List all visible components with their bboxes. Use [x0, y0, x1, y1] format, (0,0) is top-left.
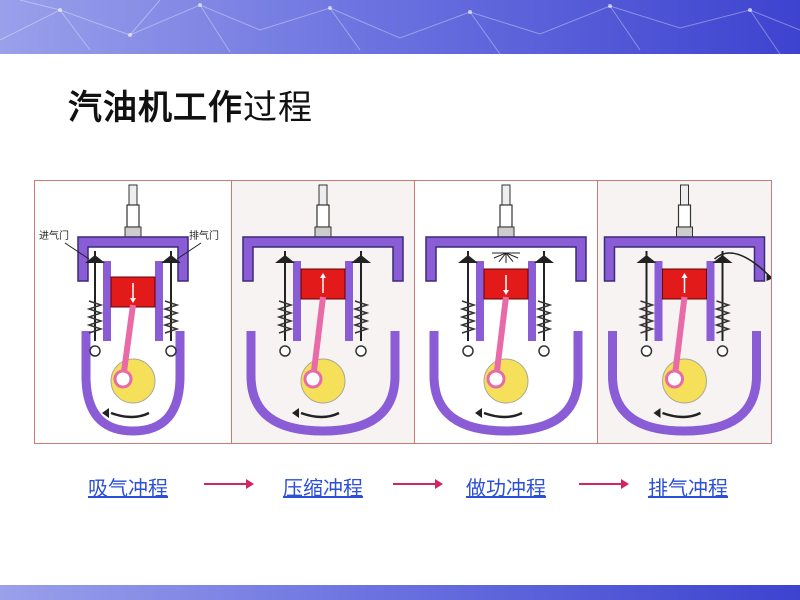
- compression-stroke-panel: [232, 181, 414, 443]
- cylinder-wall: [528, 261, 536, 341]
- crank-pin: [303, 369, 323, 389]
- rotation-arrow-icon: [110, 411, 150, 419]
- crank-pin: [113, 369, 133, 389]
- valve-spring-icon: [86, 300, 104, 334]
- next-arrow-icon: [204, 479, 254, 489]
- cylinder-head: [77, 236, 189, 282]
- spark-plug-icon: [676, 184, 693, 238]
- piston-arrow-icon: [681, 273, 688, 278]
- cylinder-head: [242, 236, 404, 282]
- rotation-arrow-icon: [102, 408, 109, 418]
- header-band: [0, 0, 800, 54]
- rotation-arrow-icon: [475, 408, 482, 418]
- valve-head: [275, 255, 295, 263]
- crank-pin: [486, 369, 506, 389]
- cylinder-head: [425, 236, 587, 282]
- engine-diagram: 进气门 排气门: [34, 180, 774, 444]
- cam: [538, 345, 550, 357]
- valve-head: [85, 255, 105, 263]
- flow-arrow-icon: [176, 242, 202, 260]
- rotation-arrow-icon: [292, 408, 299, 418]
- intake-stroke-panel: [35, 181, 231, 443]
- connecting-rod: [120, 304, 136, 380]
- connecting-rod: [310, 296, 326, 380]
- cylinder-wall: [103, 261, 111, 341]
- connecting-rod: [493, 296, 509, 380]
- cam: [462, 345, 474, 357]
- crank-pin: [665, 369, 684, 389]
- connecting-rod: [671, 296, 688, 380]
- engine-section: [242, 184, 404, 436]
- rotation-arrow-icon: [483, 411, 523, 419]
- crankcase: [81, 331, 185, 436]
- exhaust-stroke-panel: [598, 181, 774, 443]
- cam: [279, 345, 291, 357]
- network-pattern: [0, 0, 800, 54]
- valve-head: [458, 255, 478, 263]
- crankcase: [429, 331, 583, 436]
- cylinder-wall: [476, 261, 484, 341]
- flow-arrow-icon: [713, 252, 772, 278]
- title-normal: 过程: [243, 88, 313, 128]
- intake-stroke-link[interactable]: 吸气冲程: [88, 476, 168, 500]
- valve-spring-icon: [459, 300, 477, 334]
- engine-section: [603, 184, 774, 436]
- valve-head: [712, 255, 733, 263]
- valve-head: [161, 255, 181, 263]
- next-arrow-icon: [579, 479, 629, 489]
- panel-divider: [231, 181, 232, 443]
- page-title: 汽油机工作过程: [68, 80, 313, 129]
- piston-arrow-icon: [130, 298, 136, 303]
- cylinder-wall: [345, 261, 353, 341]
- power-stroke-panel: [415, 181, 597, 443]
- cam: [89, 345, 101, 357]
- cylinder-wall: [293, 261, 301, 341]
- spark-plug-icon: [497, 184, 515, 238]
- next-arrow-icon: [393, 479, 443, 489]
- valve-spring-icon: [714, 300, 731, 334]
- compression-stroke-link[interactable]: 压缩冲程: [283, 476, 363, 500]
- valve-head: [534, 255, 554, 263]
- cam: [640, 345, 653, 357]
- valve-spring-icon: [352, 300, 370, 334]
- piston-arrow-icon: [320, 273, 326, 278]
- cam: [355, 345, 367, 357]
- intake-valve-label: 进气门: [39, 231, 69, 242]
- cam: [165, 345, 177, 357]
- exhaust-valve-label: 排气门: [189, 231, 219, 242]
- power-stroke-link[interactable]: 做功冲程: [466, 476, 546, 500]
- flow-arrow-icon: [64, 242, 90, 260]
- crankcase: [608, 331, 761, 436]
- flow-arrow-icon: [766, 273, 774, 281]
- piston-arrow-icon: [503, 290, 509, 295]
- rotation-arrow-icon: [662, 411, 702, 419]
- valve-spring-icon: [638, 300, 655, 334]
- spark-plug-icon: [314, 184, 332, 238]
- valve-spring-icon: [535, 300, 553, 334]
- spark-plug-icon: [124, 184, 142, 238]
- exhaust-stroke-link[interactable]: 排气冲程: [648, 476, 728, 500]
- valve-spring-icon: [162, 300, 180, 334]
- rotation-arrow-icon: [653, 408, 661, 418]
- cam: [716, 345, 729, 357]
- spark-icon: [492, 252, 520, 263]
- rotation-arrow-icon: [300, 411, 340, 419]
- cylinder-head: [603, 236, 766, 282]
- cylinder-wall: [155, 261, 163, 341]
- valve-head: [636, 255, 657, 263]
- engine-section: [425, 184, 587, 436]
- valve-spring-icon: [276, 300, 294, 334]
- footer-band: [0, 585, 800, 600]
- panel-divider: [597, 181, 598, 443]
- crankcase: [246, 331, 400, 436]
- cylinder-wall: [654, 261, 663, 341]
- panel-divider: [414, 181, 415, 443]
- cylinder-wall: [706, 261, 715, 341]
- engine-section: [64, 184, 202, 436]
- valve-head: [351, 255, 371, 263]
- title-bold: 汽油机工作: [68, 88, 243, 128]
